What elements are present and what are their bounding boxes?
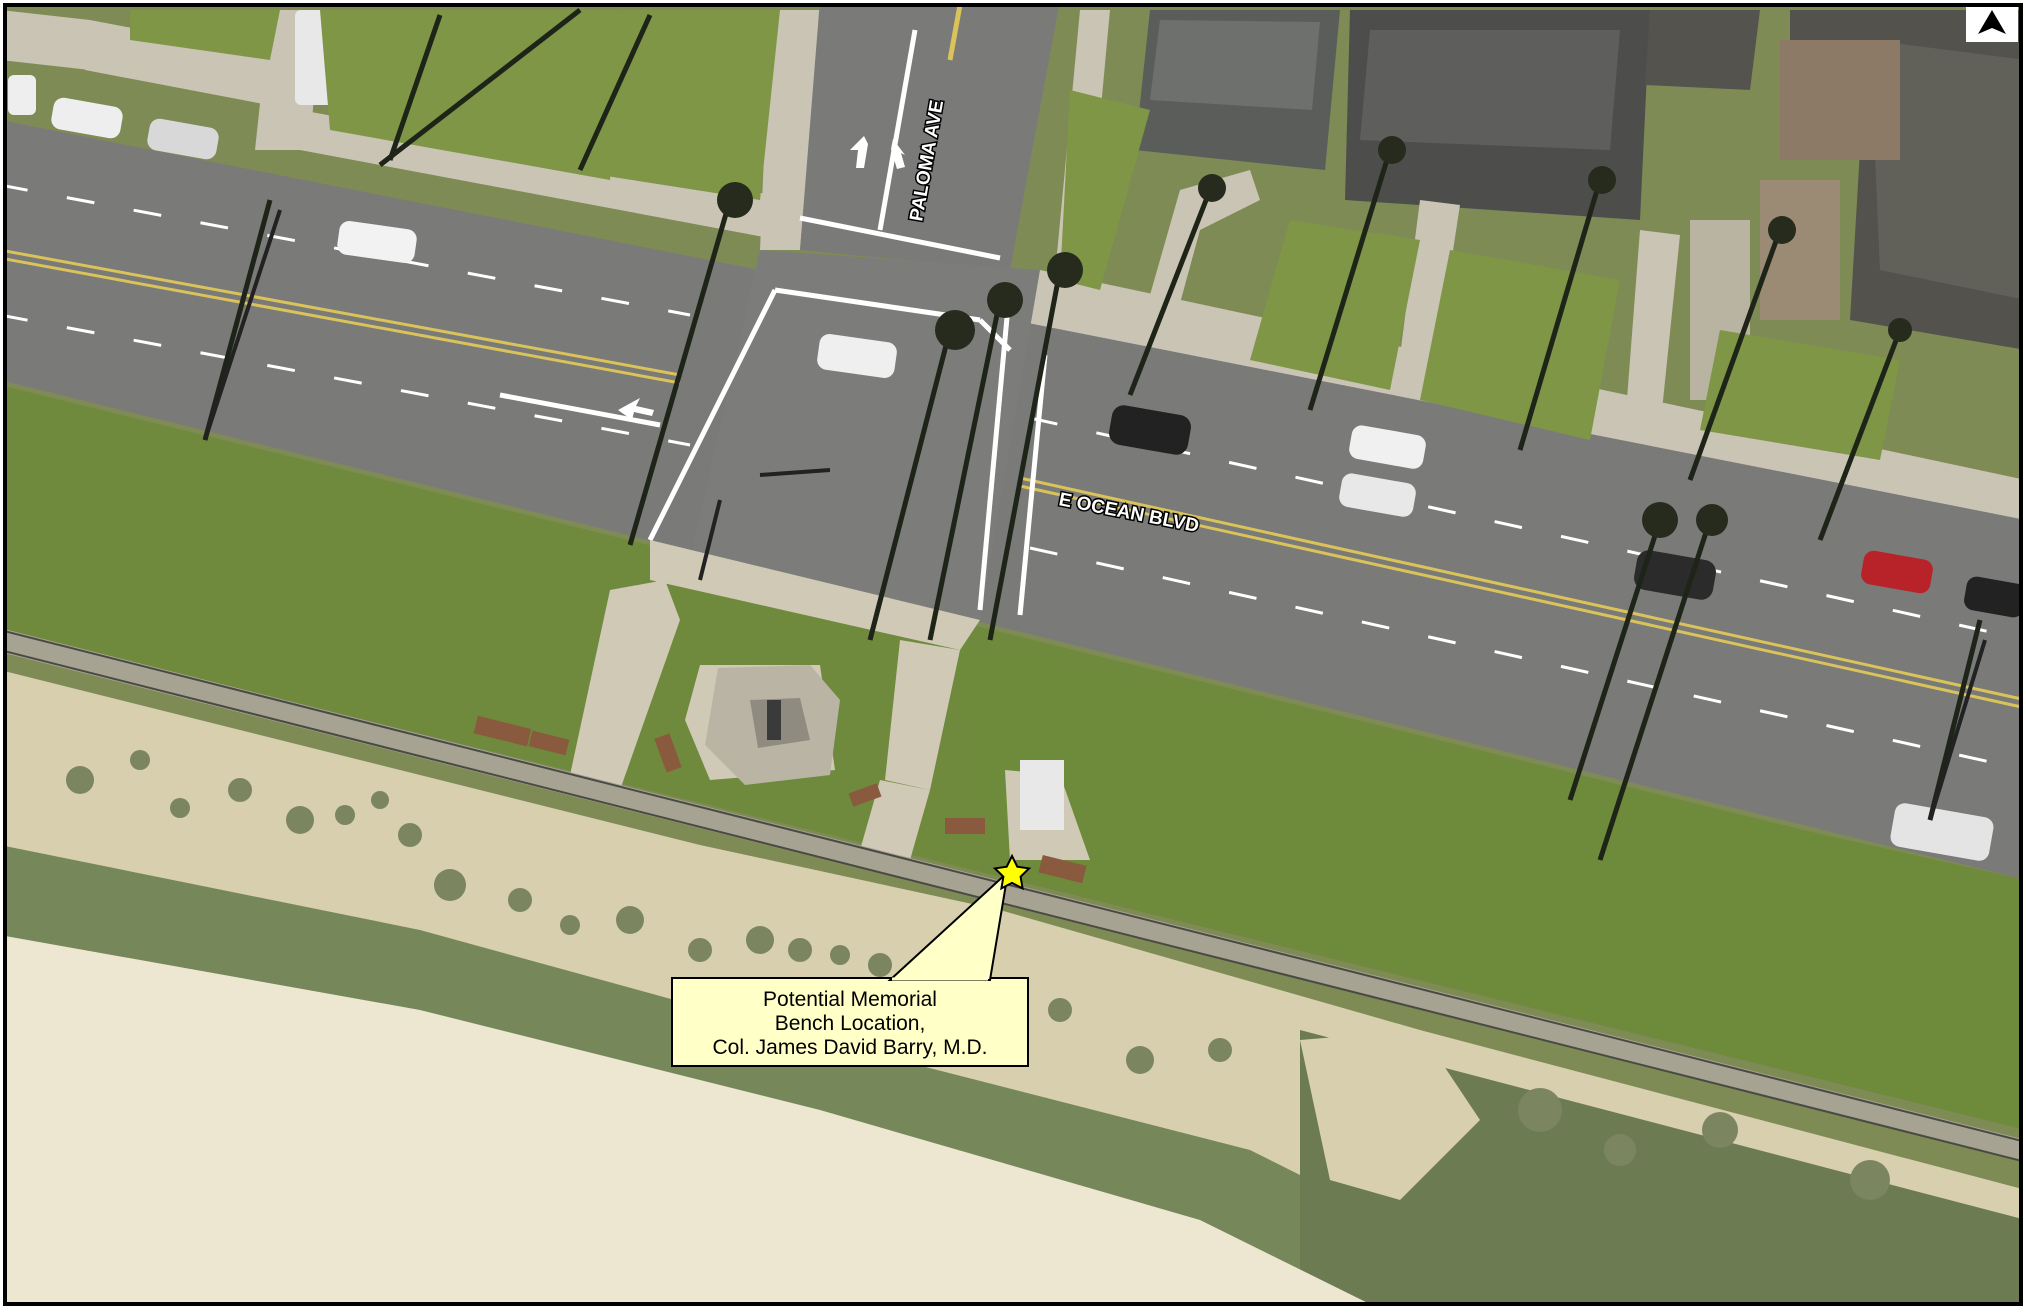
palm-shadows bbox=[202, 8, 1983, 861]
bluff-shrubs bbox=[66, 750, 1890, 1200]
light-poles bbox=[203, 209, 1987, 821]
houses bbox=[1135, 10, 2020, 400]
callout-line-2: Bench Location, bbox=[775, 1012, 926, 1035]
palm-canopies bbox=[717, 136, 1912, 538]
callout-box[interactable]: Potential Memorial Bench Location, Col. … bbox=[671, 869, 1029, 1067]
paloma-ave-road bbox=[800, 6, 1059, 270]
vehicle-on-lawn bbox=[1020, 760, 1064, 830]
north-arrow-icon bbox=[1966, 4, 2018, 42]
star-icon[interactable] bbox=[992, 853, 1032, 891]
monument-statue bbox=[767, 700, 781, 740]
callout-line-1: Potential Memorial bbox=[763, 988, 937, 1011]
promenade bbox=[6, 629, 2020, 1161]
beach bbox=[6, 936, 1368, 1303]
e-ocean-blvd-road bbox=[6, 121, 2020, 879]
benches bbox=[473, 715, 1087, 884]
map-frame bbox=[3, 3, 2023, 1306]
callout-line-3: Col. James David Barry, M.D. bbox=[713, 1036, 988, 1059]
north-lawns bbox=[130, 10, 1900, 460]
